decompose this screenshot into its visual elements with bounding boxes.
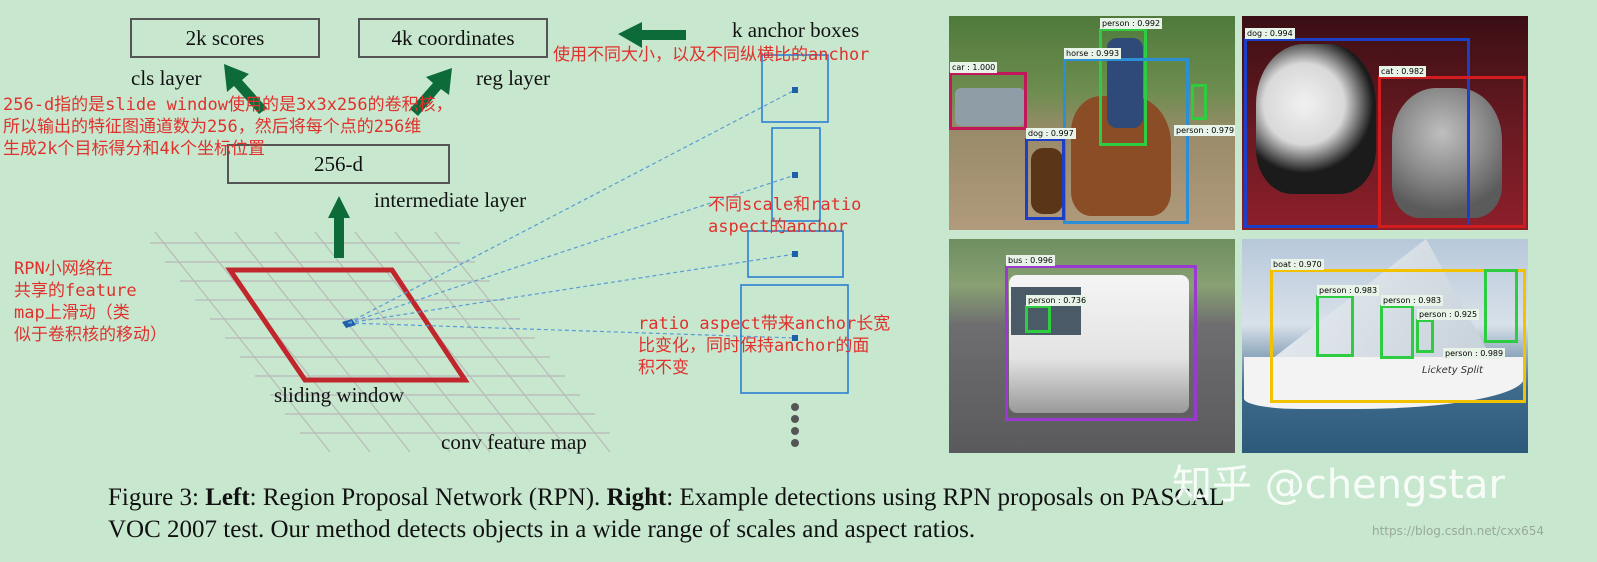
det-box-horse: horse : 0.993 bbox=[1063, 48, 1189, 224]
dog-shape-2 bbox=[1256, 44, 1376, 194]
example-photo-bus: bus : 0.996 person : 0.736 bbox=[949, 239, 1235, 453]
caption-line-1: Figure 3: Left: Region Proposal Network … bbox=[108, 484, 1225, 511]
det-box-boat: boat : 0.970 bbox=[1270, 259, 1526, 403]
ellipsis-dots bbox=[791, 403, 799, 447]
sliding-window-label: sliding window bbox=[274, 383, 405, 407]
coordinates-box: 4k coordinates bbox=[358, 18, 548, 58]
det-box-car: car : 1.000 bbox=[949, 62, 1027, 130]
conv-feature-map-label: conv feature map bbox=[441, 430, 587, 454]
det-box-cat: cat : 0.982 bbox=[1378, 66, 1526, 228]
example-photo-boat: Lickety Split boat : 0.970 person : 0.98… bbox=[1242, 239, 1528, 453]
ratio-note: ratio aspect带来anchor长宽 比变化，同时保持anchor的面 … bbox=[638, 314, 891, 378]
det-box-person-3: person : 0.925 bbox=[1416, 309, 1480, 353]
projection-lines bbox=[347, 89, 796, 339]
anchor-note: 使用不同大小，以及不同纵横比的anchor bbox=[553, 45, 870, 65]
anchor-boxes bbox=[740, 54, 849, 394]
zhihu-watermark: 知乎 @chengstar bbox=[1172, 462, 1505, 508]
figure-caption: Figure 3: Left: Region Proposal Network … bbox=[108, 482, 1224, 546]
det-box-person-2: person : 0.983 bbox=[1380, 295, 1444, 359]
cls-layer-label: cls layer bbox=[131, 66, 202, 90]
scores-box: 2k scores bbox=[130, 18, 320, 58]
caption-line-2: VOC 2007 test. Our method detects object… bbox=[108, 516, 976, 543]
arrows bbox=[224, 22, 686, 258]
example-photo-dog-cat: dog : 0.994 cat : 0.982 bbox=[1242, 16, 1528, 230]
cat-shape bbox=[1392, 88, 1502, 218]
intermediate-box: 256-d bbox=[227, 144, 450, 184]
det-box-driver: person : 0.736 bbox=[1025, 295, 1089, 333]
rpn-diagram bbox=[150, 22, 849, 453]
det-box-dog-2: dog : 0.994 bbox=[1244, 28, 1470, 228]
reg-layer-label: reg layer bbox=[476, 66, 551, 90]
det-box-dog: dog : 0.997 bbox=[1025, 128, 1076, 220]
conv-feature-map-grid bbox=[150, 231, 611, 453]
cls-arrow-icon bbox=[224, 64, 267, 114]
det-box-person-4: person : 0.989 bbox=[1443, 269, 1518, 359]
csdn-url-watermark: https://blog.csdn.net/cxx654 bbox=[1372, 524, 1545, 538]
left-arrow-icon bbox=[618, 22, 686, 48]
scale-note: 不同scale和ratio aspect的anchor bbox=[708, 195, 862, 237]
up-arrow-icon bbox=[328, 196, 350, 258]
intermediate-layer-label: intermediate layer bbox=[374, 188, 527, 212]
sliding-window bbox=[225, 267, 470, 383]
anchor-boxes-label: k anchor boxes bbox=[732, 18, 860, 42]
dog-shape bbox=[1031, 148, 1063, 214]
det-box-person-rider: person : 0.992 bbox=[1099, 18, 1163, 146]
anchor-centers bbox=[792, 87, 798, 341]
det-box-person-1: person : 0.983 bbox=[1316, 285, 1380, 357]
example-photo-horse: car : 1.000 person : 0.992 horse : 0.993… bbox=[949, 16, 1235, 230]
boat-name-text: Lickety Split bbox=[1422, 365, 1483, 376]
reg-arrow-icon bbox=[410, 68, 452, 116]
car-shape bbox=[955, 88, 1025, 126]
rpn-note: RPN小网络在 共享的feature map上滑动（类 似于卷积核的移动） bbox=[14, 259, 167, 345]
det-box-bus: bus : 0.996 bbox=[1005, 255, 1197, 421]
slide-note: 256-d指的是slide window使用的是3x3x256的卷积核， 所以输… bbox=[3, 95, 453, 159]
det-box-person-small: person : 0.979 bbox=[1174, 84, 1235, 136]
